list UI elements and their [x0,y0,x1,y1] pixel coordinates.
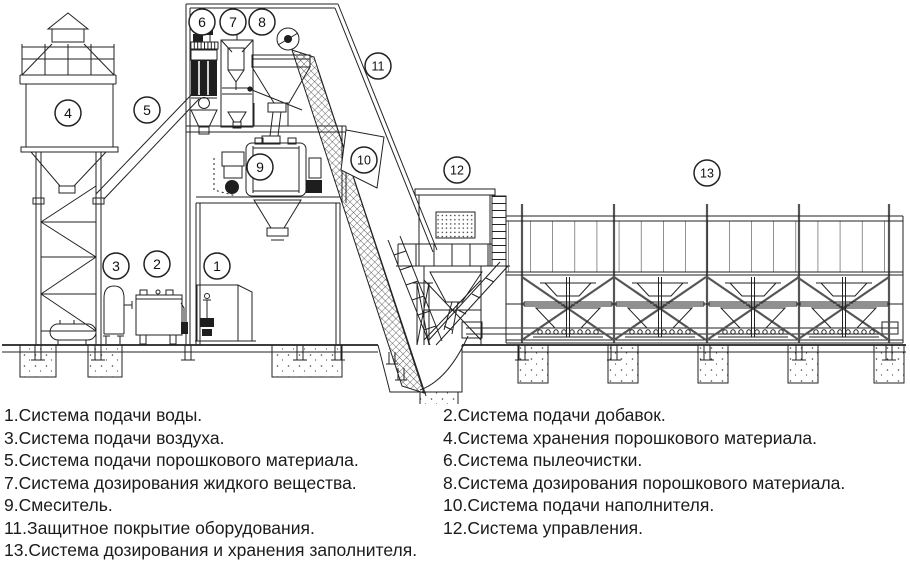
legend-item-1: 1.Система подачи воды. [4,405,203,425]
callout-12-number: 12 [450,164,464,178]
callout-9: 9 [246,153,274,181]
legend-item-13: 13.Система дозирования и хранения заполн… [4,540,418,560]
callout-1-number: 1 [213,258,221,274]
callout-3-number: 3 [112,258,120,274]
additives-system [135,289,188,345]
callout-11: 11 [364,52,392,80]
callout-5: 5 [133,96,161,124]
callout-2-number: 2 [153,256,161,272]
liquid-dosing [220,27,254,129]
legend-item-10: 10.Система подачи наполнителя. [443,495,715,515]
callout-8-number: 8 [258,14,266,30]
callout-7-number: 7 [229,14,237,30]
callout-3: 3 [102,252,130,280]
legend-row: 11.Защитное покрытие оборудования. 12.Си… [0,517,910,540]
legend-row: 13.Система дозирования и хранения заполн… [0,539,910,562]
callout-12: 12 [443,156,471,184]
callout-6-number: 6 [198,14,206,30]
legend-item-9: 9.Смеситель. [4,495,113,515]
transfer-pit [377,335,469,404]
water-system [195,284,256,342]
callout-1: 1 [203,252,231,280]
legend-item-3: 3.Система подачи воздуха. [4,427,225,448]
dust-filter [189,28,219,135]
legend-row: 1.Система подачи воды. 2.Система подачи … [0,404,910,427]
mixer [213,135,322,241]
legend: 1.Система подачи воды. 2.Система подачи … [0,404,910,562]
legend-row: 5.Система подачи порошкового материала. … [0,449,910,472]
legend-item-12: 12.Система управления. [443,517,643,538]
control-cabin [396,188,510,346]
plant-line-drawing: 1 2 3 4 5 6 7 8 9 10 11 12 13 [2,3,906,404]
callout-9-number: 9 [256,159,264,175]
legend-row: 7.Система дозирования жидкого вещества. … [0,472,910,495]
callout-10-number: 10 [357,154,371,168]
legend-item-5: 5.Система подачи порошкового материала. [4,450,359,470]
callouts: 1 2 3 4 5 6 7 8 9 10 11 12 13 [54,8,721,280]
legend-row: 9.Смеситель. 10.Система подачи наполните… [0,494,910,517]
legend-item-2: 2.Система подачи добавок. [443,405,666,425]
callout-4: 4 [54,99,82,127]
callout-2: 2 [143,250,171,278]
powder-storage-silo [19,12,119,345]
callout-8: 8 [248,8,276,36]
callout-11-number: 11 [372,60,385,74]
legend-item-8: 8.Система дозирования порошкового матери… [443,472,846,493]
air-system [49,285,133,345]
legend-item-4: 4.Система хранения порошкового материала… [443,427,818,448]
legend-item-11: 11.Защитное покрытие оборудования. [4,517,315,538]
legend-row: 3.Система подачи воздуха. 4.Система хран… [0,427,910,450]
callout-6: 6 [188,8,216,36]
callout-4-number: 4 [64,105,72,121]
callout-7: 7 [219,8,247,36]
ground-and-foundations [2,344,906,384]
aggregate-bins [505,204,904,344]
callout-13: 13 [693,159,721,187]
callout-10: 10 [350,146,378,174]
protective-enclosure [185,3,438,345]
screw-conveyor [95,91,200,200]
callout-13-number: 13 [700,167,714,181]
legend-item-7: 7.Система дозирования жидкого вещества. [4,472,357,493]
callout-5-number: 5 [143,102,151,118]
legend-item-6: 6.Система пылеочистки. [443,450,643,470]
tower-structure [186,125,347,345]
